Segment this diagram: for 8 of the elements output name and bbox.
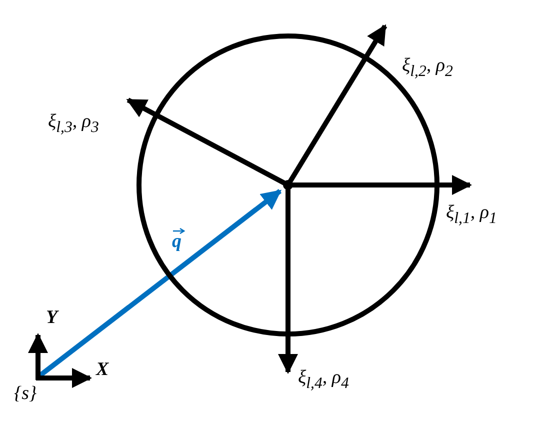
math-label: ξ$_{l,3}$, ρ$_{3}$ — [48, 112, 99, 136]
axis-label: Y — [46, 308, 58, 329]
math-label: ξ$_{l,2}$, ρ$_{2}$ — [402, 56, 453, 80]
math-label: ξ$_{l,4}$, ρ$_{4}$ — [298, 368, 349, 392]
math-label: {s} — [14, 384, 37, 405]
math-label: ξ$_{l,1}$, ρ$_{1}$ — [446, 203, 497, 228]
axis-label: X — [96, 360, 109, 381]
edge-label: q — [172, 226, 182, 253]
